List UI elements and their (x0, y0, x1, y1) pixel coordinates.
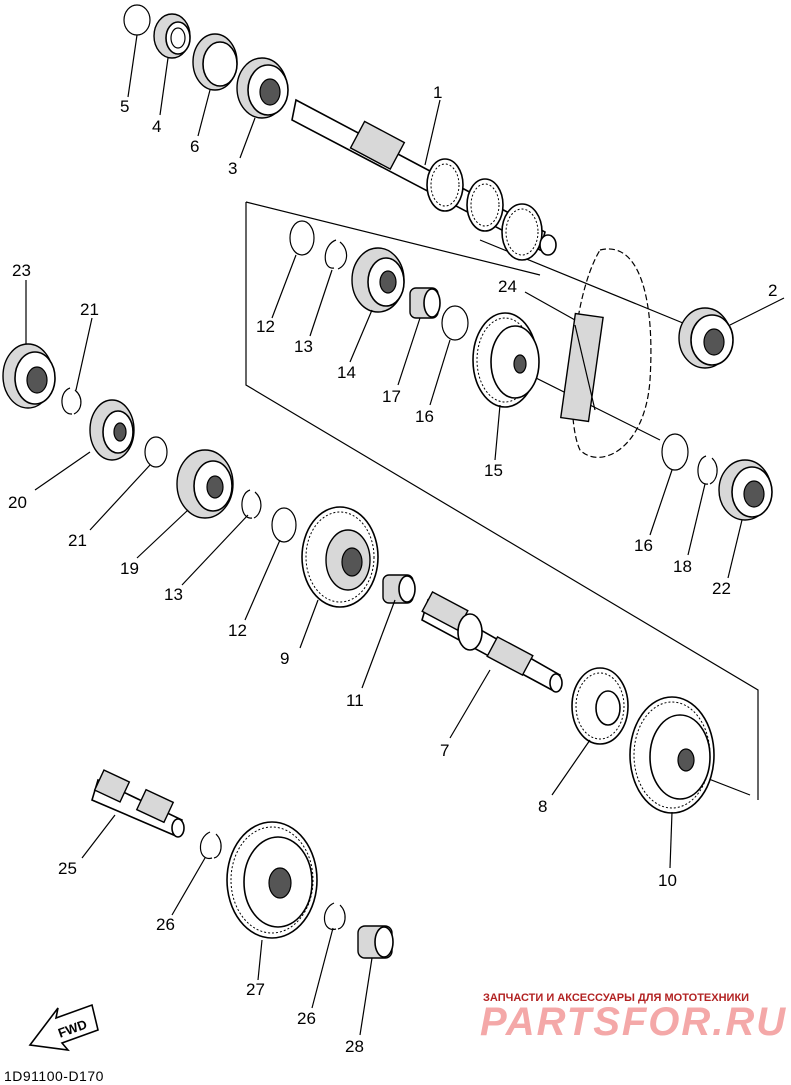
callout-24: 24 (498, 277, 517, 296)
part-12-circlip-lower[interactable] (271, 507, 297, 543)
part-4-oil-seal[interactable] (153, 13, 191, 59)
callout-26-lower: 26 (297, 1009, 316, 1028)
watermark-caption: ЗАПЧАСТИ И АКСЕССУАРЫ ДЛЯ МОТОТЕХНИКИ (483, 992, 750, 1004)
part-13-snap-ring-lower[interactable] (241, 489, 262, 519)
callout-labels: 5 4 6 3 1 2 24 12 13 14 17 16 15 16 18 2… (8, 83, 777, 1056)
callout-20: 20 (8, 493, 27, 512)
part-6-seal-ring[interactable] (192, 33, 238, 91)
callout-3: 3 (228, 159, 237, 178)
callout-2: 2 (768, 281, 777, 300)
part-8-gear[interactable] (571, 667, 629, 745)
callout-6: 6 (190, 137, 199, 156)
part-2-bearing[interactable] (678, 307, 734, 369)
part-24-chain[interactable] (559, 248, 652, 458)
callout-23: 23 (12, 261, 31, 280)
part-26-circlip-upper[interactable] (199, 831, 222, 859)
watermark-logo: PARTSFOR.RU (480, 1000, 788, 1044)
part-26-circlip-lower[interactable] (323, 902, 346, 930)
part-5-o-ring[interactable] (123, 4, 151, 36)
part-20-sprocket-hub[interactable] (89, 399, 135, 461)
callout-10: 10 (658, 871, 677, 890)
callout-12-upper: 12 (256, 317, 275, 336)
part-25-shaft[interactable] (91, 769, 185, 838)
callout-16-lower: 16 (634, 536, 653, 555)
fwd-arrow-icon: FWD (28, 1003, 99, 1052)
part-15-gear[interactable] (472, 312, 540, 408)
callout-16-upper: 16 (415, 407, 434, 426)
part-14-dog-clutch[interactable] (351, 247, 405, 313)
callout-18: 18 (673, 557, 692, 576)
callout-26-upper: 26 (156, 915, 175, 934)
part-13-snap-ring-upper[interactable] (324, 239, 348, 270)
callout-15: 15 (484, 461, 503, 480)
part-21-snap-ring-lower[interactable] (144, 436, 168, 468)
callout-14: 14 (337, 363, 356, 382)
part-19-dog-clutch[interactable] (176, 449, 234, 519)
part-28-needle-bearing[interactable] (357, 925, 394, 959)
diagram-code: 1D91100-D170 (4, 1068, 104, 1084)
part-12-circlip-upper[interactable] (289, 220, 315, 256)
callout-17: 17 (382, 387, 401, 406)
part-11-needle-bearing[interactable] (382, 574, 416, 604)
callout-7: 7 (440, 741, 449, 760)
callout-5: 5 (120, 97, 129, 116)
part-7-drive-shaft[interactable] (421, 590, 563, 693)
callout-28: 28 (345, 1037, 364, 1056)
callout-8: 8 (538, 797, 547, 816)
part-22-bearing[interactable] (718, 459, 773, 521)
part-27-gear[interactable] (226, 821, 318, 939)
part-9-gear[interactable] (301, 506, 379, 608)
part-3-bearing[interactable] (236, 57, 289, 119)
callout-19: 19 (120, 559, 139, 578)
callout-12-lower: 12 (228, 621, 247, 640)
part-1-main-shaft[interactable] (291, 98, 557, 261)
part-23-bearing[interactable] (2, 343, 56, 409)
part-18-circlip[interactable] (697, 455, 718, 485)
callout-21-upper: 21 (80, 300, 99, 319)
part-21-snap-ring-upper[interactable] (61, 387, 82, 415)
callout-27: 27 (246, 980, 265, 999)
leader-lines (25, 34, 785, 1036)
callout-25: 25 (58, 859, 77, 878)
callout-11: 11 (346, 691, 364, 710)
callout-22: 22 (712, 579, 731, 598)
callout-13-upper: 13 (294, 337, 313, 356)
part-16-washer-upper[interactable] (441, 305, 469, 341)
part-10-gear[interactable] (629, 696, 715, 814)
part-16-washer-lower[interactable] (661, 433, 689, 471)
callout-4: 4 (152, 117, 161, 136)
callout-9: 9 (280, 649, 289, 668)
callout-21-lower: 21 (68, 531, 87, 550)
callout-1: 1 (433, 83, 442, 102)
callout-13-lower: 13 (164, 585, 183, 604)
part-17-needle-bearing[interactable] (409, 287, 441, 319)
assembly-frame (245, 201, 759, 800)
